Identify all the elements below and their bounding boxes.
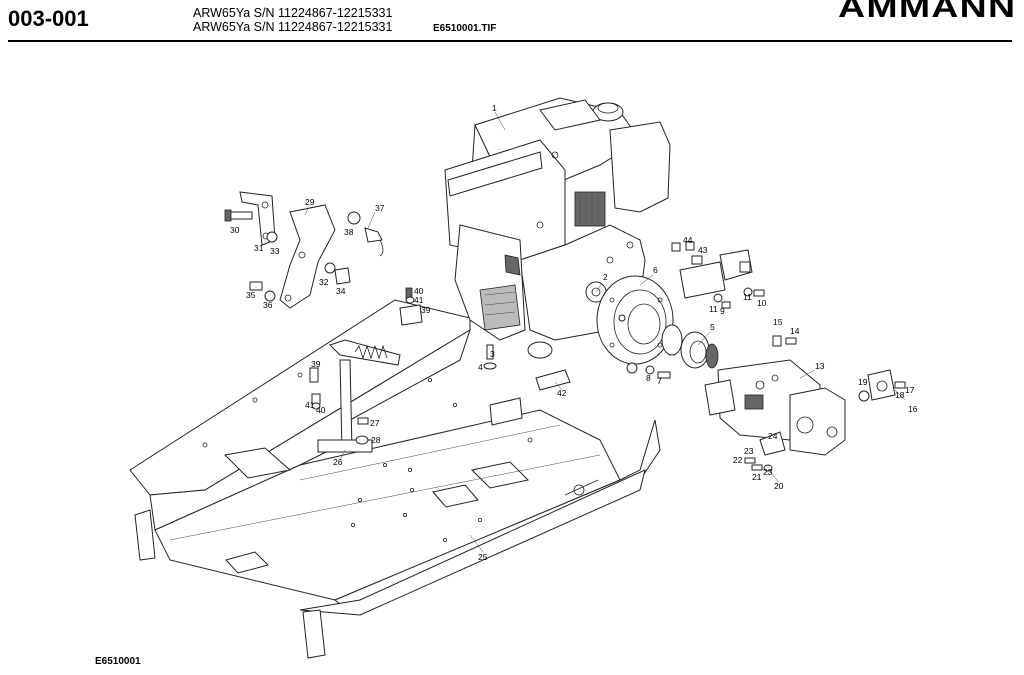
- part-label-38: 38: [344, 227, 354, 237]
- brand-logo: AMMANN: [838, 0, 1017, 24]
- header-divider: [8, 40, 1012, 42]
- part-label-35: 35: [246, 290, 256, 300]
- linkage-small-parts: [224, 209, 423, 326]
- part-label-42: 42: [557, 388, 567, 398]
- part-label-13: 13: [815, 361, 825, 371]
- part-label-15: 15: [773, 317, 783, 327]
- part-label-4: 4: [478, 362, 483, 372]
- part-label-10: 10: [757, 298, 767, 308]
- serial-range-line-2: ARW65Ya S/N 11224867-12215331: [193, 20, 393, 34]
- part-label-8: 8: [646, 373, 651, 383]
- part-label-17: 17: [905, 385, 915, 395]
- part-label-18: 18: [895, 390, 905, 400]
- engine-part-1: [444, 97, 671, 359]
- part-label-2: 2: [603, 272, 608, 282]
- part-label-26: 26: [333, 457, 343, 467]
- part-label-29: 29: [305, 197, 315, 207]
- coupling-part-5: [661, 324, 719, 369]
- part-label-39a: 39: [421, 305, 431, 315]
- part-label-16: 16: [908, 404, 918, 414]
- part-label-40b: 40: [316, 405, 326, 415]
- image-file-name: E6510001.TIF: [433, 23, 497, 34]
- part-label-44: 44: [683, 235, 693, 245]
- part-label-41b: 41: [305, 400, 315, 410]
- part-label-20: 20: [774, 481, 784, 491]
- frame-part-25: [129, 299, 661, 659]
- part-label-23b: 23: [763, 467, 773, 477]
- part-label-28: 28: [371, 435, 381, 445]
- flywheel-housing-part-6: [596, 275, 674, 365]
- drawing-id: E6510001: [95, 656, 141, 667]
- part-label-41a: 41: [414, 295, 424, 305]
- part-label-39b: 39: [311, 359, 321, 369]
- leader-lines: [304, 111, 906, 553]
- part-label-32: 32: [319, 277, 329, 287]
- part-label-3: 3: [490, 349, 495, 359]
- part-label-11b: 11: [743, 292, 752, 302]
- part-label-11a: 11: [709, 304, 718, 314]
- part-label-1: 1: [492, 103, 497, 113]
- hydraulic-pump-part-13: [704, 359, 846, 456]
- part-number-labels: 1 2 3 4 5 6 7 8 9 10 11 11 13 14 15 16 1…: [230, 103, 918, 562]
- part-label-33: 33: [270, 246, 280, 256]
- fittings-parts-14-24: [744, 335, 906, 472]
- part-label-25: 25: [478, 552, 488, 562]
- part-label-43: 43: [698, 245, 708, 255]
- part-label-5: 5: [710, 322, 715, 332]
- part-label-14: 14: [790, 326, 800, 336]
- part-label-37: 37: [375, 203, 385, 213]
- part-label-40a: 40: [414, 286, 424, 296]
- part-label-34: 34: [336, 286, 346, 296]
- part-label-9: 9: [720, 306, 725, 316]
- part-label-6: 6: [653, 265, 658, 275]
- cable-spring-assembly: [309, 339, 401, 453]
- part-label-30: 30: [230, 225, 240, 235]
- part-label-21: 21: [752, 472, 762, 482]
- part-label-19: 19: [858, 377, 868, 387]
- bracket-part-29: [239, 191, 336, 309]
- part-label-31: 31: [254, 243, 264, 253]
- part-label-24: 24: [768, 431, 778, 441]
- part-label-27: 27: [370, 418, 380, 428]
- page-number: 003-001: [8, 6, 89, 31]
- part-label-23a: 23: [744, 446, 754, 456]
- part-label-22: 22: [733, 455, 743, 465]
- part-label-36: 36: [263, 300, 273, 310]
- sensor-assembly-parts-9-11-43-44: [671, 241, 765, 309]
- part-label-7: 7: [657, 376, 662, 386]
- fasteners-near-flywheel: [483, 314, 671, 391]
- serial-range-line-1: ARW65Ya S/N 11224867-12215331: [193, 6, 393, 20]
